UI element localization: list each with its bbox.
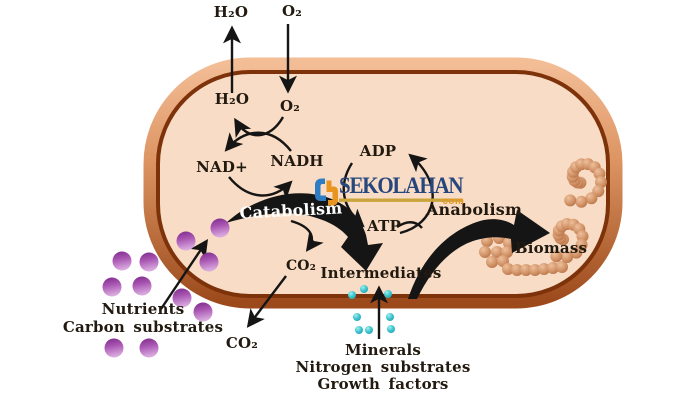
- nadh-label: NADH: [270, 152, 324, 170]
- nutrient-dot: [139, 252, 159, 272]
- biomass-bead: [501, 246, 513, 258]
- nutrient-dot: [139, 338, 159, 358]
- catabolism-to-co2-arrow: [290, 219, 324, 252]
- minerals-label: Minerals: [344, 341, 422, 359]
- mineral-dot: [353, 313, 361, 321]
- biomass-bead: [547, 262, 559, 274]
- catabolism-arrow: [226, 193, 383, 271]
- biomass-bead: [561, 251, 574, 263]
- mineral-dot: [360, 285, 368, 293]
- mineral-dot: [384, 290, 392, 298]
- biomass-bead: [550, 250, 563, 263]
- nadh-to-nad-arc: [224, 131, 292, 152]
- atp-to-anabolism-link: [396, 221, 423, 229]
- atp-to-adp-arc: [399, 153, 434, 235]
- nutrient-dot: [193, 302, 213, 322]
- anabolism-label: Anabolism: [425, 200, 523, 219]
- biomass-bead: [570, 246, 583, 259]
- nutrients-label: Nutrients: [101, 300, 185, 318]
- carbon-substrates-label: Carbon substrates: [62, 318, 224, 336]
- nad-to-nadh-arc: [228, 176, 293, 200]
- biomass-label: Biomass: [514, 239, 588, 257]
- biomass-bead: [556, 261, 568, 273]
- adp-label: ADP: [359, 142, 397, 160]
- mineral-dot: [365, 326, 373, 334]
- h2o-inner-label: H₂O: [214, 90, 250, 108]
- mineral-dot: [348, 291, 356, 299]
- biomass-bead: [491, 246, 503, 258]
- biomass-bead: [511, 264, 523, 276]
- biomass-bead: [529, 264, 541, 276]
- co2-inner-label: CO₂: [285, 258, 317, 274]
- sekolahan-watermark: SEKOLAHAN com: [312, 173, 465, 207]
- mineral-dot: [387, 325, 395, 333]
- biomass-bead: [502, 263, 514, 275]
- nutrient-dot: [176, 231, 196, 251]
- sekolahan-logo-icon: [315, 178, 338, 206]
- biomass-bead: [564, 194, 577, 207]
- o2-to-h2o-arc: [234, 116, 285, 138]
- biomass-bead: [538, 263, 550, 275]
- nutrient-dot: [210, 218, 230, 238]
- biomass-spheres: [479, 158, 607, 276]
- nutrient-dot: [102, 277, 122, 297]
- nutrient-dot: [172, 288, 192, 308]
- biomass-bead: [479, 246, 491, 258]
- watermark-tld: com: [442, 196, 465, 207]
- mineral-dot: [355, 326, 363, 334]
- biomass-bead: [486, 256, 498, 268]
- mineral-dot: [386, 313, 394, 321]
- anabolism-arrow: [408, 210, 550, 299]
- nutrient-dot: [199, 252, 219, 272]
- nitrogen-substrates-label: Nitrogen substrates: [295, 358, 471, 376]
- nutrient-dot: [112, 251, 132, 271]
- growth-factors-label: Growth factors: [317, 375, 449, 393]
- nutrient-dots: [102, 218, 230, 358]
- atp-label: ATP: [367, 217, 401, 235]
- o2-inner-label: O₂: [279, 97, 301, 115]
- o2-top-label: O₂: [281, 2, 303, 20]
- watermark-brand: SEKOLAHAN: [339, 173, 464, 202]
- nutrient-dot: [132, 276, 152, 296]
- biomass-bead: [575, 195, 588, 208]
- intermediates-label: Intermediates: [320, 264, 442, 282]
- flux-arrows: [226, 193, 550, 299]
- nutrient-dot: [104, 338, 124, 358]
- nutrients-import-arrow: [160, 239, 209, 310]
- h2o-top-label: H₂O: [213, 3, 249, 21]
- biomass-bead: [520, 264, 532, 276]
- biomass-bead: [585, 192, 598, 205]
- nad-label: NAD+: [196, 158, 248, 176]
- mineral-dots: [348, 285, 395, 334]
- co2-export-arrow: [246, 275, 287, 328]
- co2-outer-label: CO₂: [225, 334, 259, 352]
